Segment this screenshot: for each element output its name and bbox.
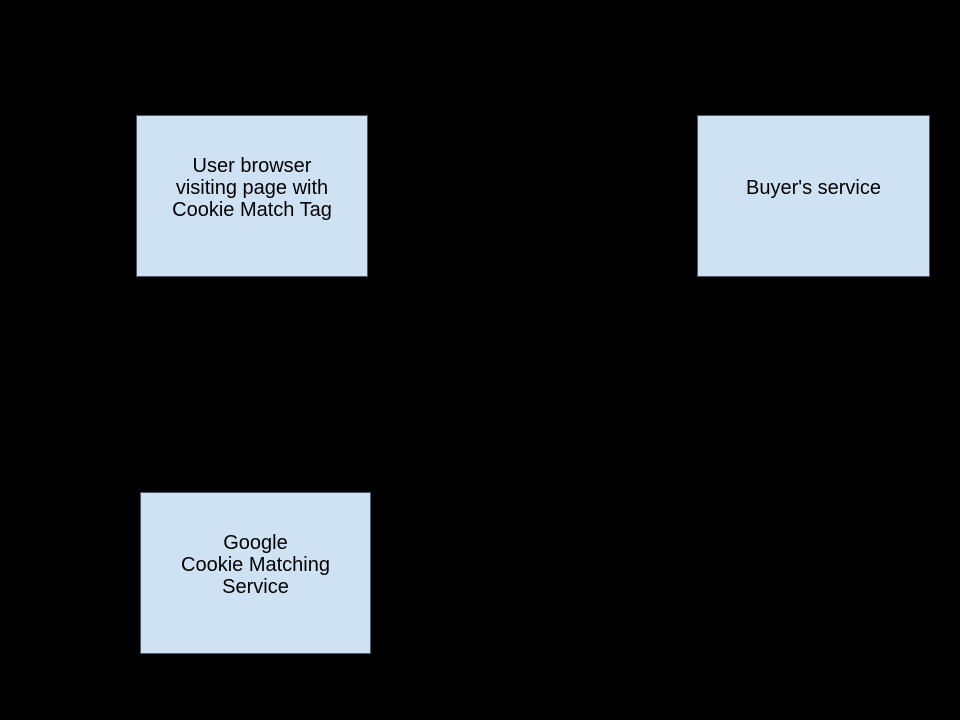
- node-google-cookie-matching-service-label: Google Cookie Matching Service: [181, 531, 330, 598]
- node-user-browser-label: User browser visiting page with Cookie M…: [172, 154, 332, 221]
- node-google-cookie-matching-service: Google Cookie Matching Service: [140, 492, 371, 654]
- node-user-browser: User browser visiting page with Cookie M…: [136, 115, 368, 277]
- node-buyers-service: Buyer's service: [697, 115, 930, 277]
- node-buyers-service-label: Buyer's service: [746, 176, 881, 199]
